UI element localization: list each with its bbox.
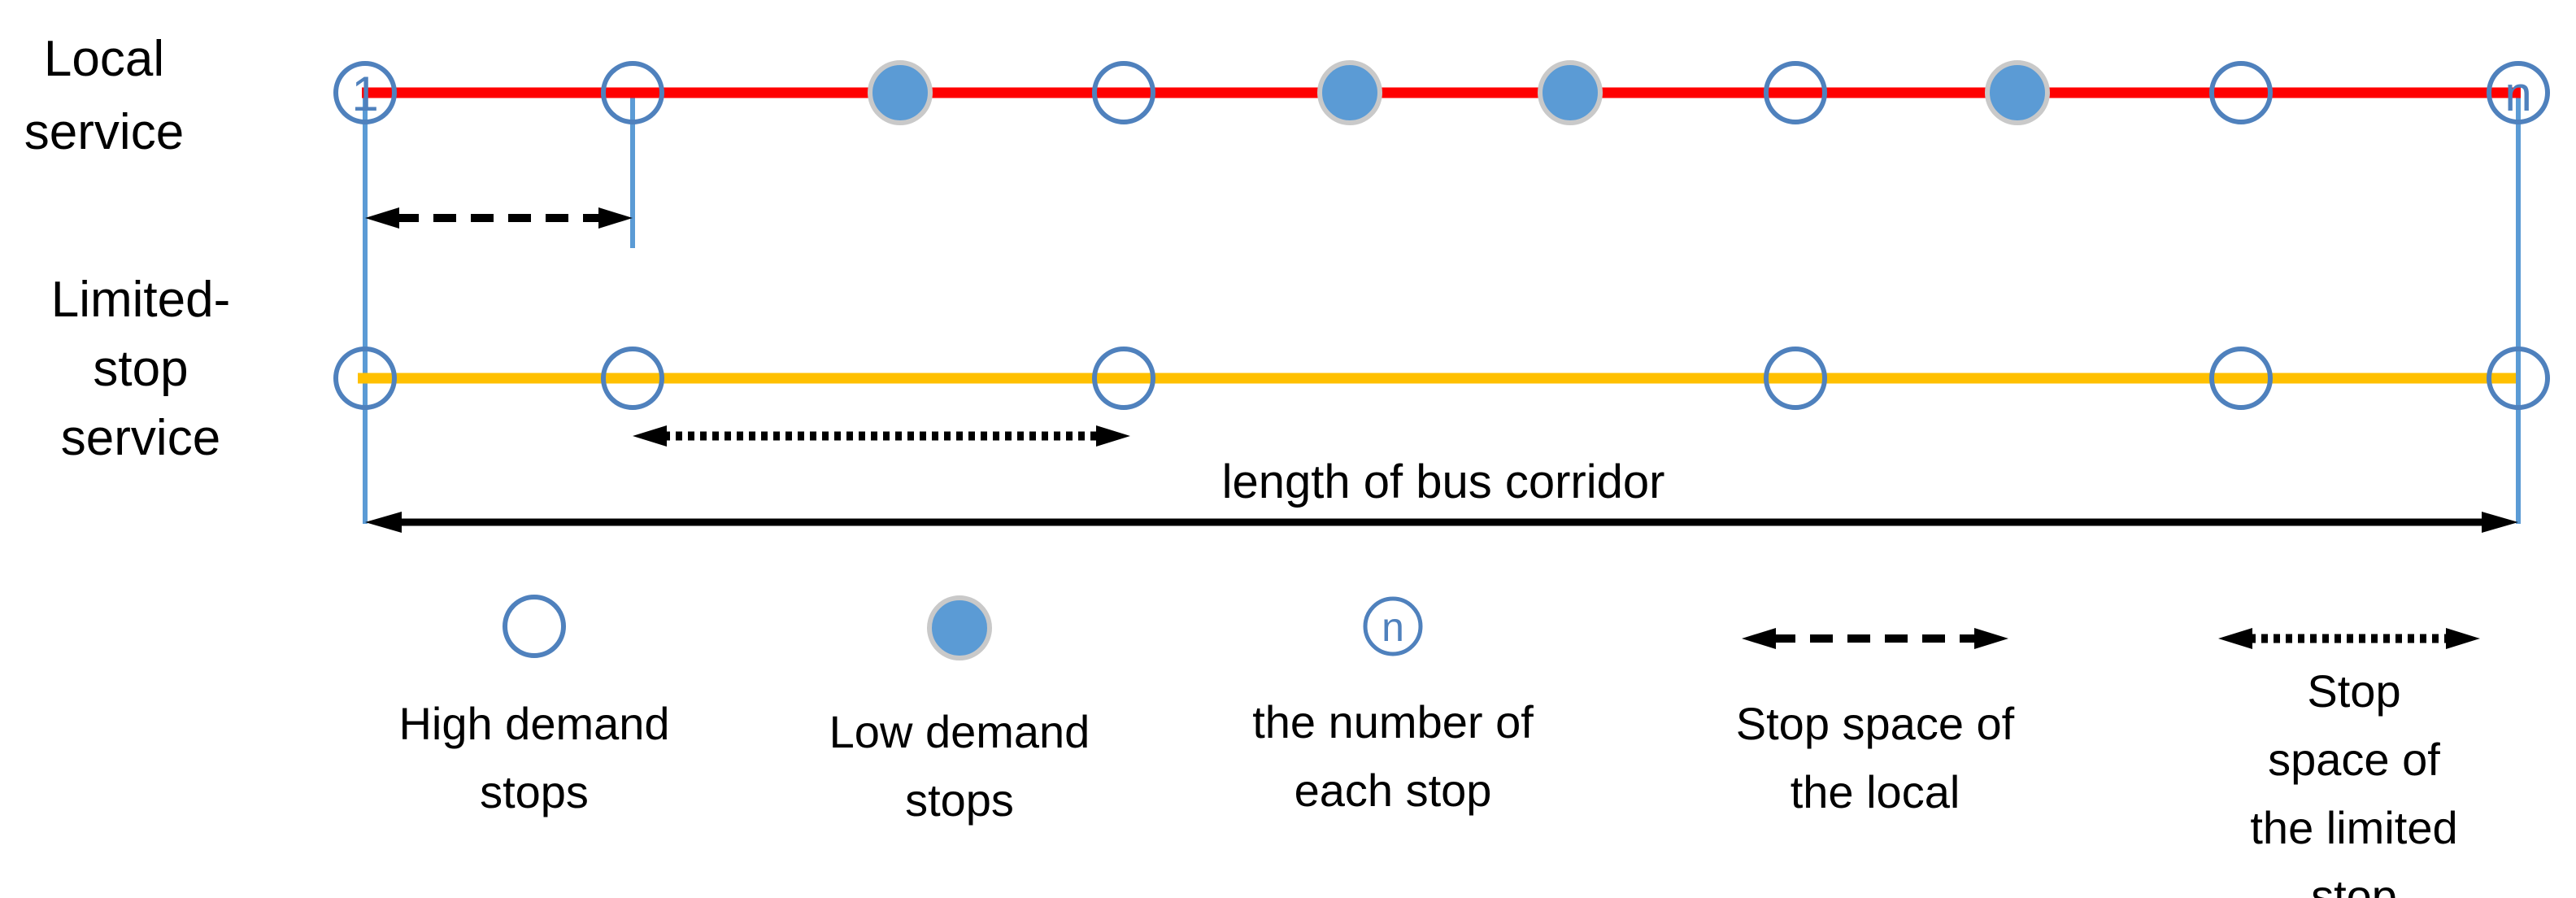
legend-dotted-arrow-icon-head-left	[2218, 628, 2252, 649]
limited-stop-space-arrow-head-right	[1096, 425, 1130, 447]
local-stop-2-high-demand	[601, 61, 664, 124]
local-stop-number-n: n	[2504, 67, 2531, 121]
corridor-length-arrow-head-right	[2482, 512, 2518, 533]
legend-label-stop-number: the number of each stop	[1252, 696, 1534, 816]
legend-label-low-demand-stops: Low demand stops	[829, 706, 1090, 826]
corridor-length-label: length of bus corridor	[1221, 456, 1665, 508]
local-stop-space-arrow-head-left	[365, 207, 399, 229]
local-stop-4-high-demand	[1092, 61, 1155, 124]
limited-stop-2-high-demand	[601, 347, 664, 410]
limited-stop-4-high-demand	[1764, 347, 1827, 410]
legend-label-limited-stop-space: Stop space of the limited stop service	[2250, 665, 2458, 898]
local-stop-7-high-demand	[1764, 61, 1827, 124]
local-stop-5-low-demand	[1317, 60, 1382, 125]
legend-label-high-demand-stops: High demand stops	[398, 698, 670, 817]
legend-filled-circle-icon	[927, 595, 992, 660]
local-service-label: Local service	[24, 31, 185, 160]
legend-label-local-stop-space: Stop space of the local	[1735, 698, 2015, 817]
legend-dashed-arrow-icon-head-right	[1974, 628, 2008, 649]
legend-dotted-arrow-icon-head-right	[2446, 628, 2480, 649]
limited-stop-service-label: Limited- stop service	[50, 272, 231, 466]
local-stop-6-low-demand	[1538, 60, 1603, 125]
local-stop-3-low-demand	[868, 60, 933, 125]
local-stop-8-low-demand	[1985, 60, 2050, 125]
local-stop-9-high-demand	[2209, 61, 2273, 124]
local-stop-space-arrow-head-right	[598, 207, 633, 229]
limited-stop-3-high-demand	[1092, 347, 1155, 410]
legend-dashed-arrow-icon-head-left	[1742, 628, 1776, 649]
local-stop-number-1: 1	[351, 67, 378, 121]
limited-stop-5-high-demand	[2209, 347, 2273, 410]
legend-open-circle-icon	[503, 595, 566, 658]
corridor-length-arrow-head-left	[365, 512, 402, 533]
limited-stop-space-arrow-head-left	[633, 425, 667, 447]
local-stop-10-high-demand	[2487, 61, 2550, 124]
limited-stop-1-high-demand	[333, 347, 397, 410]
limited-stop-6-high-demand	[2487, 347, 2550, 410]
legend-n-circle-glyph: n	[1382, 604, 1404, 650]
legend-n-circle-icon	[1363, 596, 1423, 656]
local-stop-1-high-demand	[333, 61, 397, 124]
